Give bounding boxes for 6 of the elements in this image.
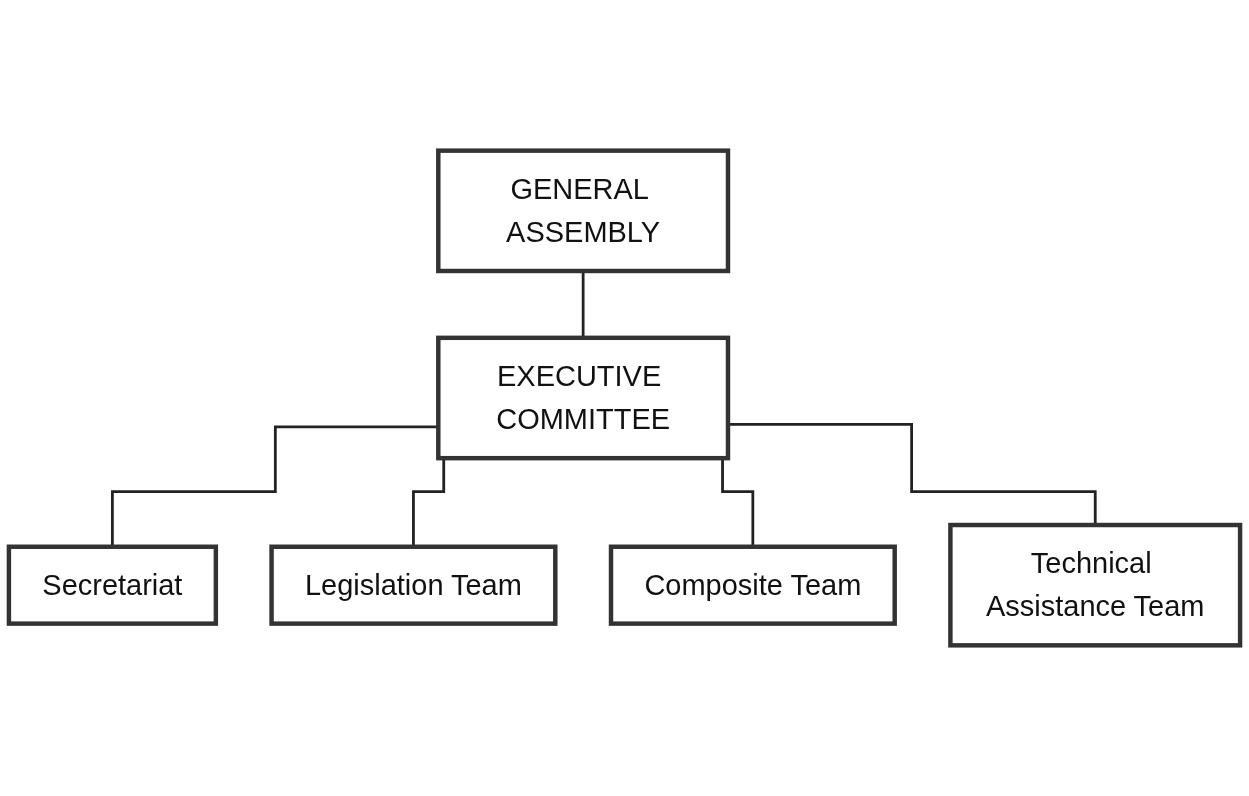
node-box: Legislation Team — [269, 544, 558, 626]
node-box: Technical Assistance Team — [948, 522, 1243, 648]
node-box: Composite Team — [608, 544, 897, 626]
node-box: EXECUTIVE COMMITTEE — [436, 335, 731, 461]
node-box: Secretariat — [6, 544, 219, 626]
node-box: GENERAL ASSEMBLY — [436, 148, 731, 274]
